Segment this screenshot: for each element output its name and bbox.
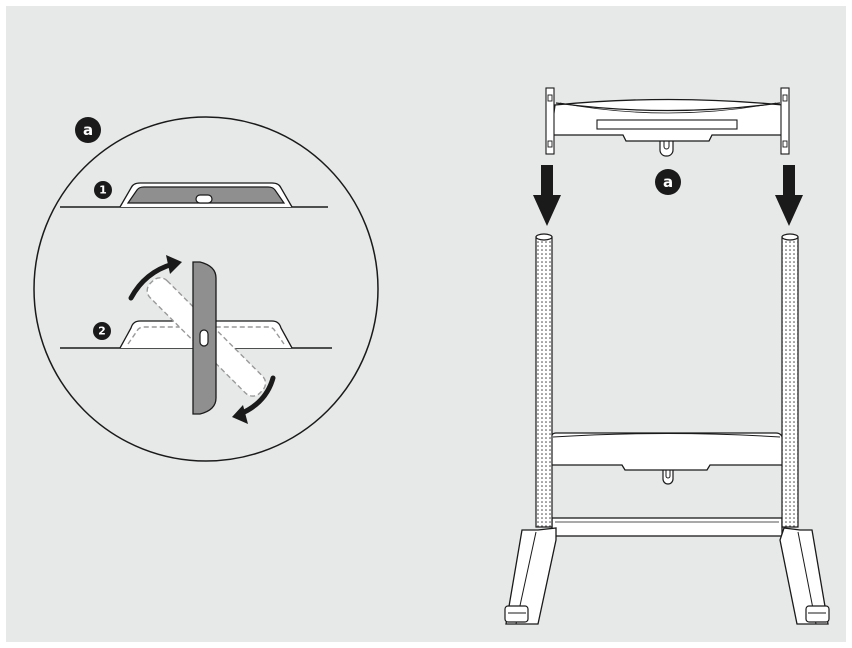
main-badge: a [655, 169, 681, 195]
step-1-label: 1 [99, 184, 107, 197]
detail-badge-label: a [83, 121, 93, 139]
rotate-arrow-icon [232, 375, 276, 424]
step-2-badge: 2 [93, 322, 111, 340]
down-arrow-icon [533, 165, 561, 226]
right-pole [779, 233, 830, 625]
bottom-shelf [548, 432, 785, 485]
down-arrow-icon [775, 165, 803, 226]
top-shelf [545, 87, 790, 157]
detail-badge: a [75, 117, 101, 143]
step-1-badge: 1 [94, 181, 112, 199]
crossbar [551, 517, 783, 537]
step-2-label: 2 [98, 325, 106, 338]
main-badge-label: a [663, 173, 673, 191]
rotate-arrow-icon [128, 255, 182, 301]
left-pole [504, 233, 557, 625]
detail-view: a 1 2 [33, 116, 379, 462]
stand-assembly: a [504, 87, 830, 625]
